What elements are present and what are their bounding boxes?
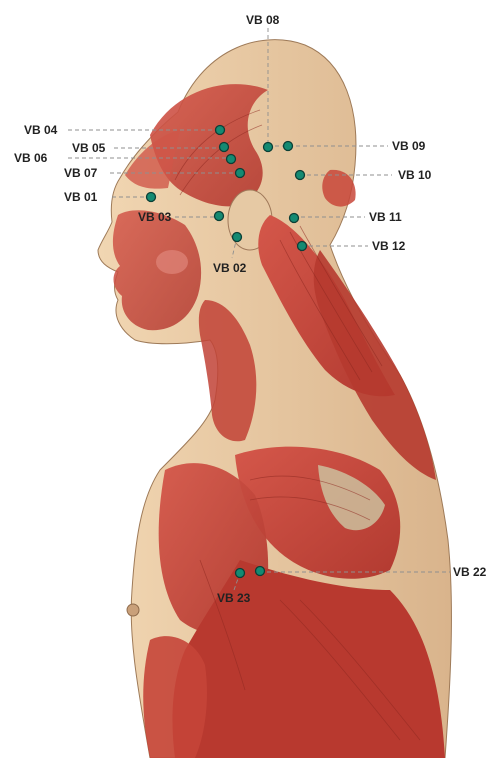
- label-vb06: VB 06: [14, 151, 48, 165]
- point-vb04: [216, 126, 225, 135]
- label-vb10: VB 10: [398, 168, 432, 182]
- point-vb09: [284, 142, 293, 151]
- point-vb07: [236, 169, 245, 178]
- label-vb09: VB 09: [392, 139, 426, 153]
- nipple: [127, 604, 139, 616]
- label-vb05: VB 05: [72, 141, 106, 155]
- point-vb02: [233, 233, 242, 242]
- label-vb02: VB 02: [213, 261, 247, 275]
- masseter-highlight: [156, 250, 188, 274]
- point-vb10: [296, 171, 305, 180]
- point-vb11: [290, 214, 299, 223]
- point-vb03: [215, 212, 224, 221]
- label-vb11: VB 11: [369, 210, 402, 224]
- label-vb12: VB 12: [372, 239, 406, 253]
- point-vb12: [298, 242, 307, 251]
- label-vb04: VB 04: [24, 123, 58, 137]
- point-vb06: [227, 155, 236, 164]
- point-vb05: [220, 143, 229, 152]
- point-vb22: [256, 567, 265, 576]
- label-vb08: VB 08: [246, 13, 280, 27]
- point-vb23: [236, 569, 245, 578]
- label-vb22: VB 22: [453, 565, 487, 579]
- point-vb08: [264, 143, 273, 152]
- abdominal-muscles: [143, 636, 207, 758]
- label-vb03: VB 03: [138, 210, 172, 224]
- label-vb07: VB 07: [64, 166, 98, 180]
- point-vb01: [147, 193, 156, 202]
- label-vb23: VB 23: [217, 591, 251, 605]
- label-vb01: VB 01: [64, 190, 98, 204]
